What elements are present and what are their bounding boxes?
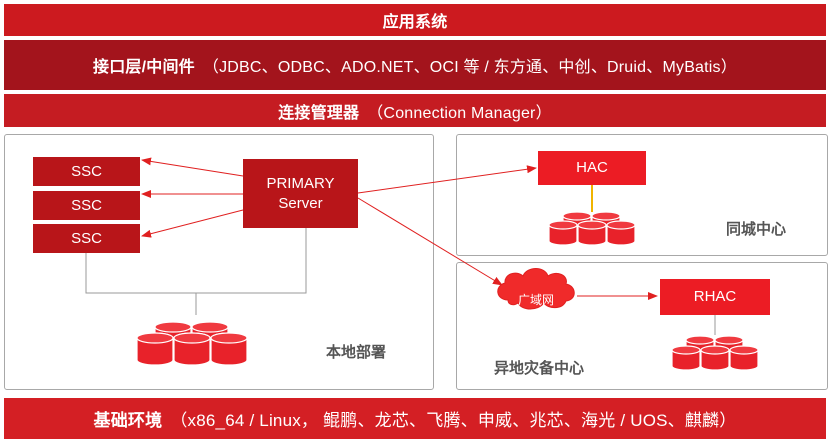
ssc-node-1-label: SSC bbox=[71, 162, 102, 180]
band-interface-layer: 接口层/中间件 （JDBC、ODBC、ADO.NET、OCI 等 / 东方通、中… bbox=[4, 40, 826, 90]
ssc-node-3-label: SSC bbox=[71, 229, 102, 247]
hac-node: HAC bbox=[538, 151, 646, 185]
ssc-node-2: SSC bbox=[33, 191, 140, 220]
band-interface-layer-detail: （JDBC、ODBC、ADO.NET、OCI 等 / 东方通、中创、Druid、… bbox=[202, 59, 737, 76]
band-base-environment-detail: （x86_64 / Linux， 鲲鹏、龙芯、飞腾、申威、兆芯、海光 / UOS… bbox=[170, 411, 737, 430]
band-connection-manager-title: 连接管理器 bbox=[278, 104, 360, 122]
band-application-system-title: 应用系统 bbox=[382, 14, 448, 31]
band-application-system: 应用系统 bbox=[4, 4, 826, 36]
band-base-environment: 基础环境 （x86_64 / Linux， 鲲鹏、龙芯、飞腾、申威、兆芯、海光 … bbox=[4, 398, 826, 439]
ssc-node-3: SSC bbox=[33, 224, 140, 253]
primary-server-line1: PRIMARY bbox=[266, 174, 335, 192]
rhac-node-label: RHAC bbox=[693, 288, 737, 305]
primary-server-line2: Server bbox=[278, 194, 323, 212]
hac-node-label: HAC bbox=[576, 159, 608, 176]
local-deployment-label: 本地部署 bbox=[326, 344, 387, 361]
primary-server-node: PRIMARY Server bbox=[243, 159, 358, 228]
rhac-node: RHAC bbox=[660, 279, 770, 315]
ssc-node-2-label: SSC bbox=[71, 196, 102, 214]
wan-cloud-label: 广域网 bbox=[518, 293, 555, 307]
band-interface-layer-title: 接口层/中间件 bbox=[93, 59, 195, 76]
band-connection-manager: 连接管理器 （Connection Manager） bbox=[4, 94, 826, 127]
band-base-environment-title: 基础环境 bbox=[93, 411, 163, 430]
ssc-node-1: SSC bbox=[33, 157, 140, 186]
remote-disaster-recovery-label: 异地灾备中心 bbox=[494, 360, 585, 377]
band-connection-manager-detail: （Connection Manager） bbox=[367, 104, 552, 122]
same-city-center-label: 同城中心 bbox=[726, 221, 787, 238]
